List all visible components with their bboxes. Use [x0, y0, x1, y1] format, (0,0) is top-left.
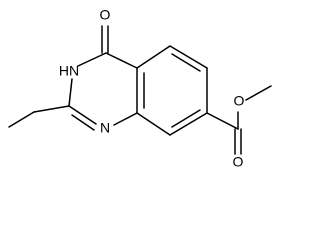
ketone-oxygen-label: O [100, 7, 111, 23]
bond-c7-c8-inner [171, 109, 201, 128]
bond-ethyl-ch3-ch2 [8, 111, 35, 128]
bond-c5-c6 [169, 45, 208, 69]
atom-labels: O HN N O O [59, 7, 245, 170]
bond-c7-ester-c [206, 112, 239, 130]
ester-carbonyl-oxygen-label: O [233, 154, 244, 170]
bond-c8-c8a [136, 112, 171, 136]
bond-c2-n3 [68, 78, 73, 107]
bond-c7-c8 [169, 112, 208, 136]
bond-n1-c2-double [71, 114, 95, 131]
ring-n-label: N [100, 120, 110, 136]
bond-c4-c4a [105, 52, 138, 69]
bond-ethyl-ch2-c2 [33, 105, 70, 113]
bond-c4a-c5 [136, 45, 171, 69]
bond-lines [8, 25, 272, 155]
ring-nh-label: HN [59, 63, 79, 79]
bond-c8a-n1 [113, 112, 138, 126]
bond-n3-c4 [77, 52, 107, 67]
bond-c5-c6-inner [171, 53, 201, 72]
ester-ether-oxygen-label: O [234, 93, 245, 109]
chemical-structure-diagram: O HN N O O [8, 7, 272, 170]
bond-ether-o-methyl [245, 85, 272, 101]
bond-n1-c2 [68, 105, 97, 125]
